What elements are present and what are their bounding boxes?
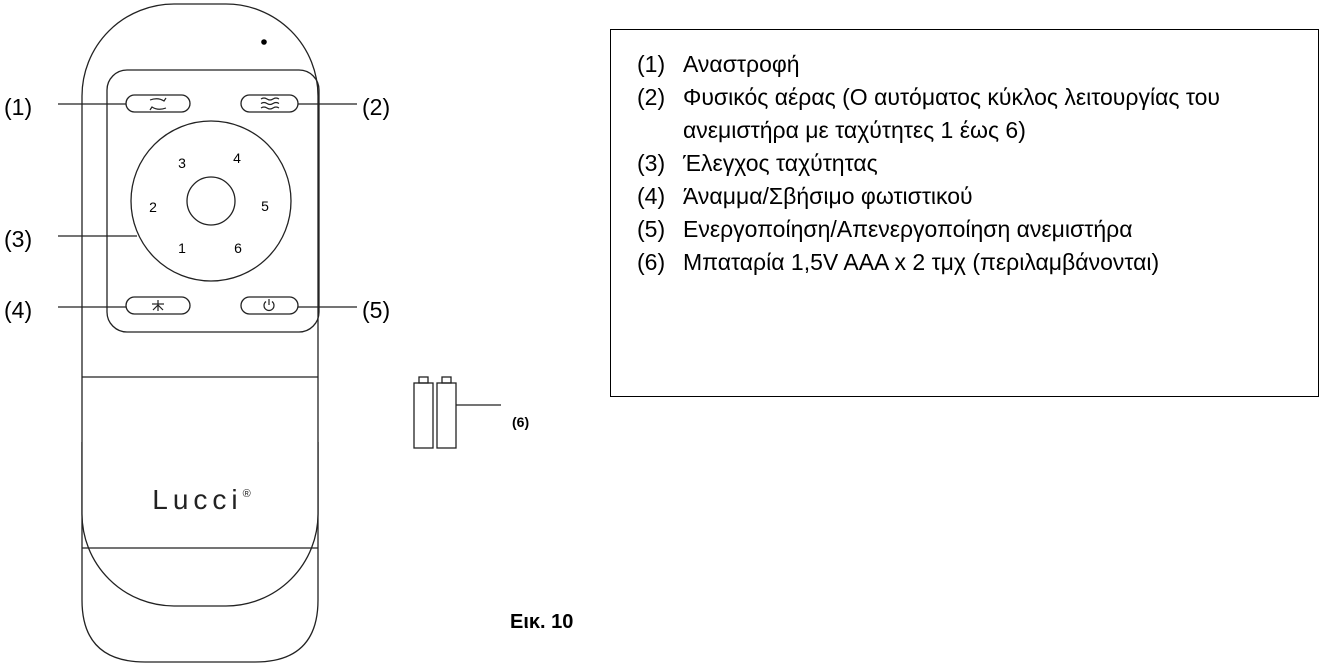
remote-body	[81, 3, 319, 607]
speed-3-label: 3	[178, 155, 186, 171]
reverse-icon	[149, 97, 167, 111]
legend-item-text: Ενεργοποίηση/Απενεργοποίηση ανεμιστήρα	[683, 216, 1133, 242]
callout-5: (5)	[362, 297, 391, 323]
legend-item: (1) Αναστροφή	[637, 48, 1283, 81]
battery-icon	[413, 376, 457, 449]
legend-item: (2) Φυσικός αέρας (Ο αυτόματος κύκλος λε…	[637, 81, 1283, 147]
speed-1-label: 1	[178, 240, 186, 256]
speed-4-label: 4	[233, 150, 241, 166]
legend-list: (1) Αναστροφή (2) Φυσικός αέρας (Ο αυτόμ…	[637, 48, 1283, 279]
speed-dial-center	[186, 176, 236, 226]
speed-dial	[130, 120, 292, 282]
callout-6: (6)	[512, 414, 530, 430]
figure-caption: Εικ. 10	[510, 611, 574, 633]
callout-4: (4)	[4, 297, 33, 323]
legend-item: (5) Ενεργοποίηση/Απενεργοποίηση ανεμιστή…	[637, 213, 1283, 246]
speed-2-label: 2	[149, 199, 157, 215]
callout-2: (2)	[362, 94, 391, 120]
legend-item: (3) Έλεγχος ταχύτητας	[637, 147, 1283, 180]
legend-item-number: (5)	[637, 216, 666, 242]
legend-item: (6) Μπαταρία 1,5V AAA x 2 τμχ (περιλαμβά…	[637, 246, 1283, 279]
legend-item: (4) Άναμμα/Σβήσιμο φωτιστικού	[637, 180, 1283, 213]
legend-item-text: Φυσικός αέρας (Ο αυτόματος κύκλος λειτου…	[683, 84, 1220, 143]
legend-item-number: (2)	[637, 84, 666, 110]
legend-item-text: Μπαταρία 1,5V AAA x 2 τμχ (περιλαμβάνοντ…	[683, 249, 1160, 275]
light-button	[125, 296, 191, 315]
remote-holder	[81, 442, 319, 663]
legend-item-number: (4)	[637, 183, 666, 209]
legend-box: (1) Αναστροφή (2) Φυσικός αέρας (Ο αυτόμ…	[610, 29, 1319, 397]
brand-logo: Lucci®	[152, 484, 255, 515]
power-icon	[263, 299, 275, 312]
led-indicator-icon	[261, 39, 267, 45]
legend-item-number: (1)	[637, 51, 666, 77]
speed-6-label: 6	[234, 240, 242, 256]
speed-5-label: 5	[261, 198, 269, 214]
light-icon	[152, 300, 164, 311]
natural-breeze-icon	[260, 97, 280, 110]
legend-item-text: Άναμμα/Σβήσιμο φωτιστικού	[683, 183, 973, 209]
callout-3: (3)	[4, 226, 33, 252]
legend-item-text: Έλεγχος ταχύτητας	[683, 150, 878, 176]
power-button	[240, 296, 299, 315]
callout-1: (1)	[4, 94, 33, 120]
legend-item-number: (3)	[637, 150, 666, 176]
legend-item-number: (6)	[637, 249, 666, 275]
button-panel	[106, 69, 320, 333]
legend-item-text: Αναστροφή	[683, 51, 800, 77]
